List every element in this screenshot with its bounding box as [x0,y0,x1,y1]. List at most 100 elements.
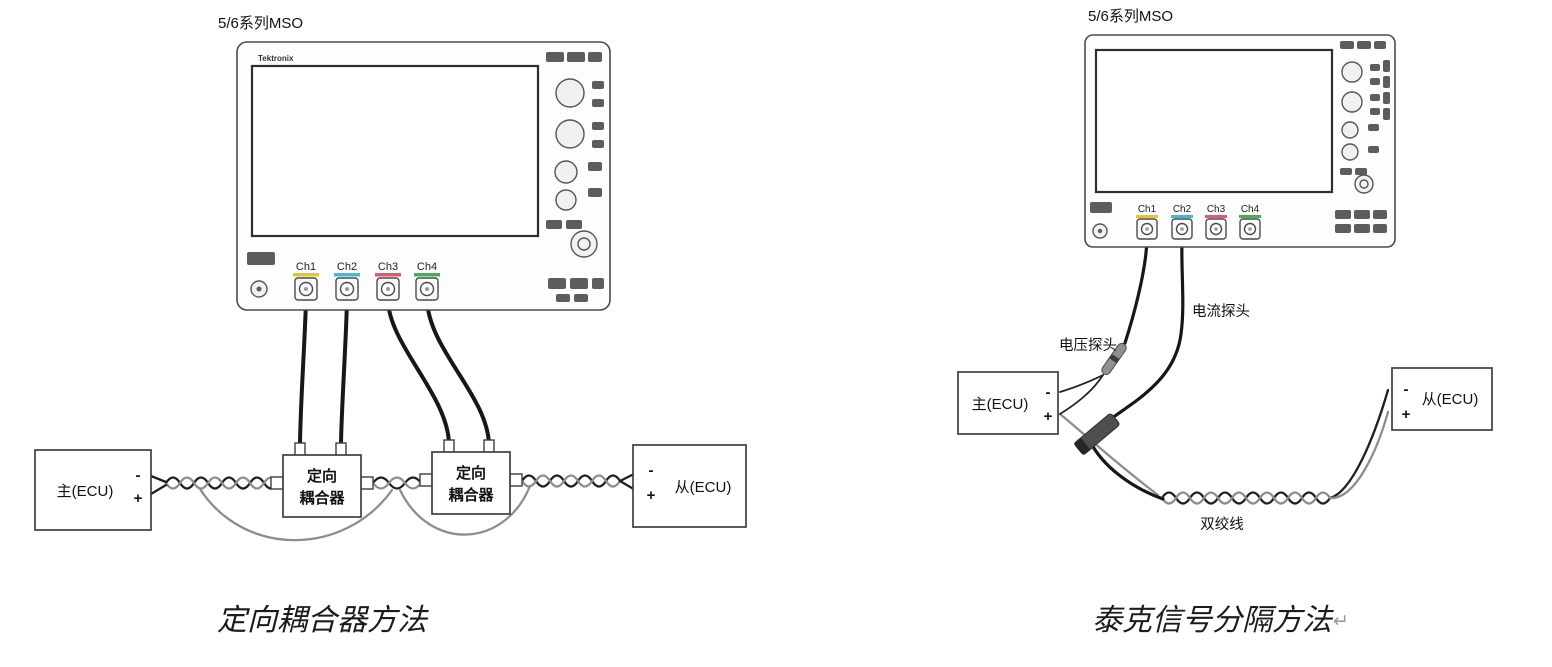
brand-logo: Tektronix [258,54,294,63]
ch1-bnc-pin [304,287,308,291]
left-cables [298,298,491,449]
ch3-label: Ch3 [1207,204,1226,215]
panel-button [1368,146,1379,153]
panel-button [588,52,602,62]
panel-button [546,220,562,229]
coupler2-top-stub-right [483,439,495,454]
coupler1-side-stub-right [360,476,374,490]
slave-plus-wire [1328,410,1390,500]
voltage-probe-lead-minus [1059,374,1104,393]
power-button-dot [1097,228,1103,234]
coupler2-top-stub-left [443,439,455,454]
panel-button [1373,210,1387,219]
panel-button [566,220,582,229]
channel-ch3: Ch3 [1205,204,1227,240]
channel-ch4: Ch4 [414,261,440,301]
cable-ch4 [425,298,491,446]
panel-button [592,81,604,89]
panel-knob [1341,121,1359,139]
under-loop-2 [398,484,532,536]
master-plus-terminal: + [134,490,143,507]
voltage-probe-cable [1123,237,1149,345]
panel-button [1374,41,1386,49]
default-setup-button [1090,202,1112,213]
panel-button [1340,41,1354,49]
twist-r-gray [1160,491,1332,505]
coupler1-body [282,454,362,518]
coupler2-body [431,451,511,515]
twist-c-gray [520,474,622,488]
panel-button [592,278,604,289]
cable-ch2 [339,298,349,449]
panel-knob [1341,143,1359,161]
coupler2-label-line2: 耦合器 [448,486,494,504]
channel-ch4: Ch4 [1239,204,1261,240]
panel-button [592,99,604,107]
slave-ecu-label: 从(ECU) [1422,391,1479,408]
panel-button [592,122,604,130]
current-probe-cable [1096,237,1185,431]
slave-minus-wire [1328,388,1390,500]
right-cables [1059,237,1185,501]
current-probe-tail [1088,439,1165,501]
channel-ch3: Ch3 [375,261,401,301]
left-oscilloscope: Tektronix [236,41,611,311]
panel-knob [554,160,578,184]
right-slave-ecu: 从(ECU) - + [1391,367,1493,431]
ch1-color-bar [1136,215,1158,218]
panel-button [1370,78,1380,85]
current-probe-label: 电流探头 [1192,303,1250,320]
ch4-color-bar [1239,215,1261,218]
panel-button [570,278,588,289]
twist-c-black [520,474,622,488]
coupler1-top-stub-left [294,442,306,457]
panel-button [1355,168,1367,175]
panel-button [1354,224,1370,233]
master-minus-terminal: - [1046,384,1051,401]
master-plus-terminal: + [1044,408,1053,425]
scope-control-panel [1340,41,1390,194]
ch3-bnc-pin [386,287,390,291]
ch3-label: Ch3 [378,261,398,273]
directional-coupler-1: 定向 耦合器 [270,442,374,518]
power-button-dot [256,286,262,292]
scope-control-panel [546,52,604,258]
ch1-bnc-pin [1145,227,1149,231]
left-master-ecu: 主(ECU) - + [34,449,152,531]
right-scope-title: 5/6系列MSO [1088,8,1173,25]
master-ecu-box [34,449,152,531]
right-oscilloscope: Ch1 Ch2 Ch3 Ch4 [1084,34,1396,248]
ch2-label: Ch2 [1173,204,1192,215]
left-caption: 定向耦合器方法 [217,604,429,637]
ch2-bnc-pin [345,287,349,291]
right-caption: 泰克信号分隔方法 [1092,604,1334,637]
twisted-pair-label: 双绞线 [1200,516,1244,533]
ch4-color-bar [414,273,440,277]
master-ecu-box [957,371,1059,435]
scope-screen [1094,48,1334,194]
ch1-color-bar [293,273,319,277]
master-plus-wire [1058,412,1160,497]
panel-button [1357,41,1371,49]
ch4-label: Ch4 [417,261,437,273]
panel-button [588,188,602,197]
panel-button [1383,92,1390,104]
coupler1-label-line1: 定向 [307,467,337,485]
ch4-bnc-pin [1248,227,1252,231]
coupler2-side-stub-right [509,473,523,487]
coupler1-side-stub-left [270,476,284,490]
channel-ch2: Ch2 [334,261,360,301]
ch2-bnc-pin [1180,227,1184,231]
twist-b-gray [371,476,423,490]
voltage-probe [1101,342,1127,376]
paragraph-mark: ↵ [1333,611,1349,632]
twist-a-gray [164,476,280,490]
panel-button [567,52,585,62]
panel-button [1383,60,1390,72]
panel-button [1373,224,1387,233]
channel-ch1: Ch1 [293,261,319,301]
left-wiring [144,468,644,542]
panel-button [1370,94,1380,101]
